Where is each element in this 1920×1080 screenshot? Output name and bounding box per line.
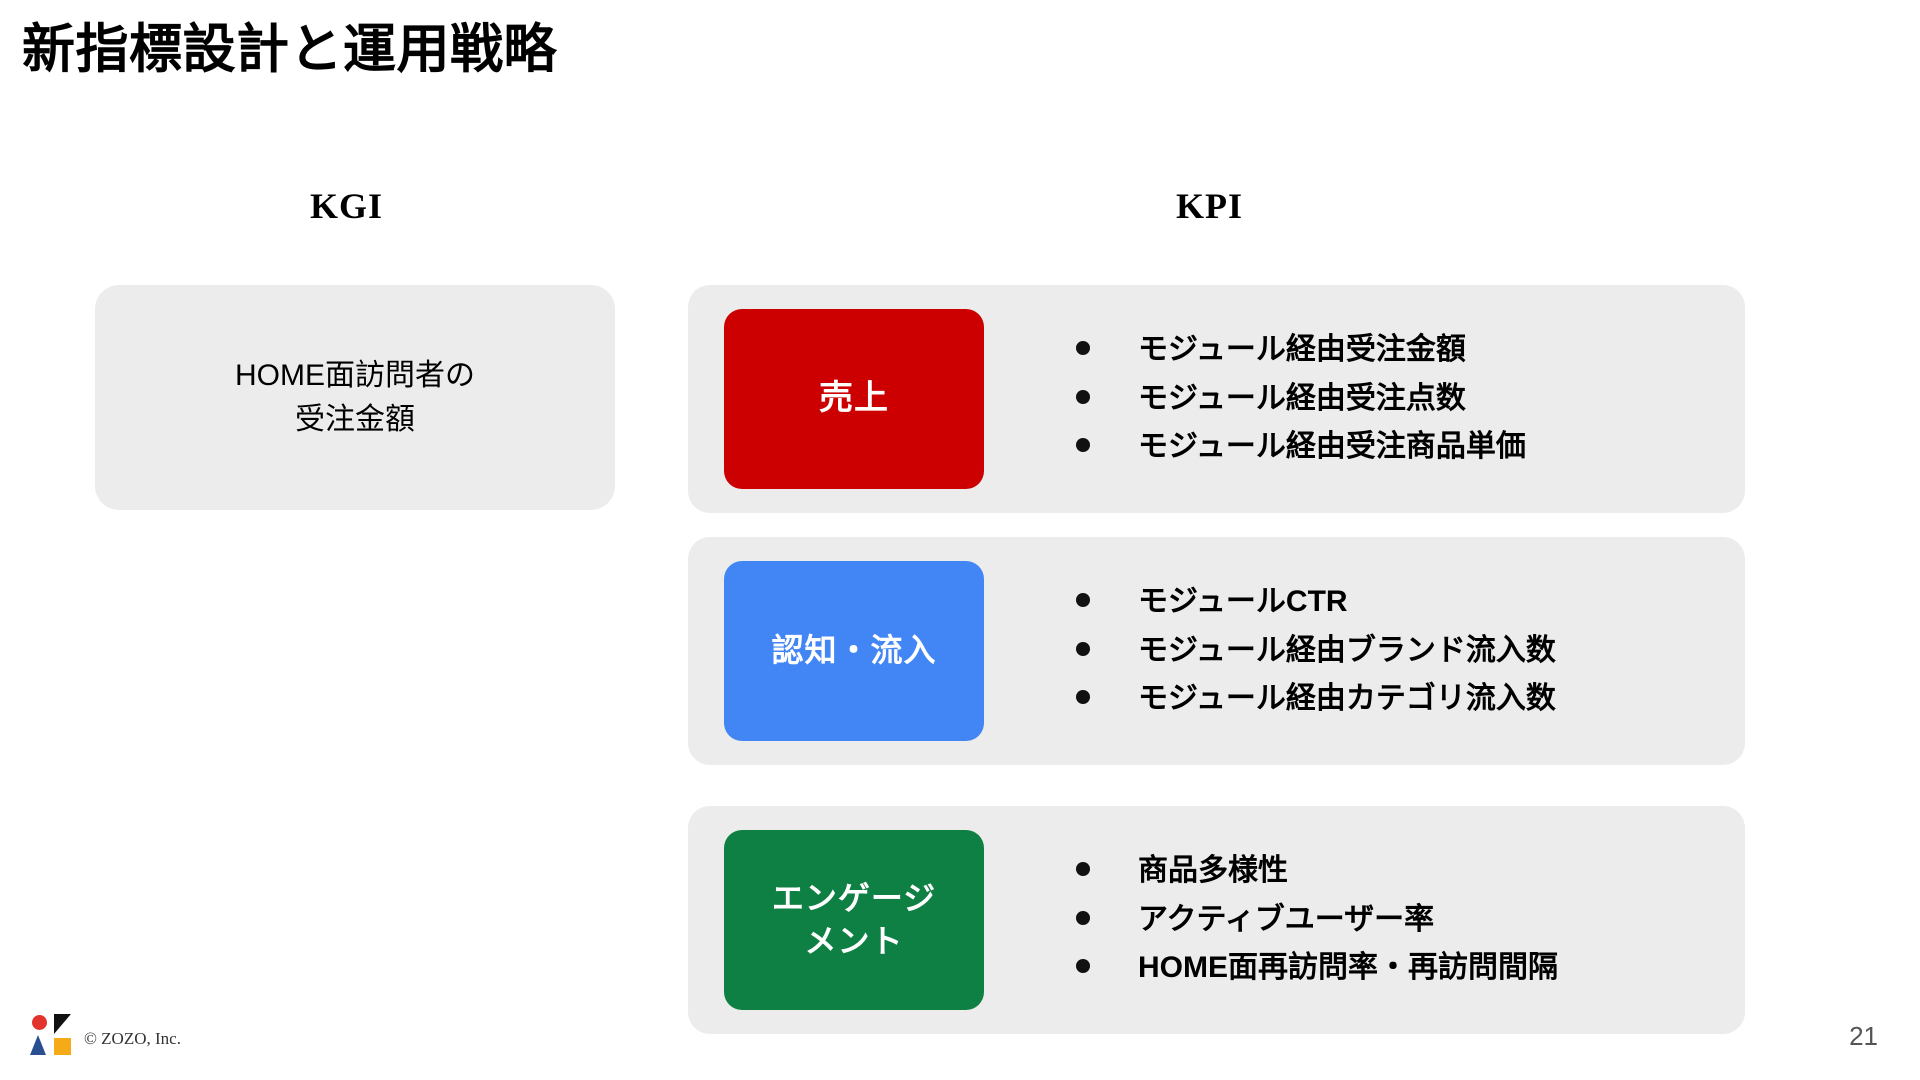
kpi-item-text: アクティブユーザー率 bbox=[1138, 902, 1435, 936]
kpi-row-engagement: エンゲージ メント 商品多様性 アクティブユーザー率 HOME面再訪問率・再訪問… bbox=[688, 806, 1745, 1034]
kpi-column-header: KPI bbox=[1176, 186, 1244, 226]
kpi-chip-engagement-label: エンゲージ メント bbox=[772, 877, 936, 963]
bullet-icon bbox=[1076, 641, 1090, 656]
kpi-chip-awareness-label: 認知・流入 bbox=[771, 632, 937, 669]
logo-blue-triangle-shape bbox=[30, 1035, 46, 1055]
page-title: 新指標設計と運用戦略 bbox=[22, 20, 557, 79]
zozo-logo-icon bbox=[30, 1014, 72, 1056]
kpi-list-sales: モジュール経由受注金額 モジュール経由受注点数 モジュール経由受注商品単価 bbox=[1076, 326, 1745, 472]
kpi-row-sales: 売上 モジュール経由受注金額 モジュール経由受注点数 モジュール経由受注商品単価 bbox=[688, 285, 1745, 513]
kgi-column-header: KGI bbox=[310, 186, 384, 226]
logo-circle-shape bbox=[32, 1015, 47, 1030]
bullet-icon bbox=[1076, 862, 1090, 877]
kgi-text-line-2: 受注金額 bbox=[295, 402, 415, 436]
list-item: 商品多様性 bbox=[1076, 847, 1745, 896]
list-item: モジュール経由ブランド流入数 bbox=[1076, 627, 1745, 676]
kpi-item-text: モジュール経由受注商品単価 bbox=[1138, 430, 1526, 464]
list-item: モジュールCTR bbox=[1076, 578, 1745, 627]
kpi-item-text: モジュール経由受注金額 bbox=[1138, 333, 1466, 367]
bullet-icon bbox=[1076, 690, 1090, 705]
kpi-item-text: モジュール経由カテゴリ流入数 bbox=[1138, 682, 1556, 716]
kpi-item-text: 商品多様性 bbox=[1138, 854, 1288, 888]
kpi-row-awareness: 認知・流入 モジュールCTR モジュール経由ブランド流入数 モジュール経由カテゴ… bbox=[688, 537, 1745, 765]
kpi-item-text: モジュールCTR bbox=[1138, 585, 1348, 619]
bullet-icon bbox=[1076, 341, 1090, 356]
kpi-chip-engagement-label-line-1: エンゲージ bbox=[771, 879, 937, 916]
bullet-icon bbox=[1076, 910, 1090, 925]
kpi-chip-engagement: エンゲージ メント bbox=[724, 830, 984, 1010]
kpi-item-text: モジュール経由ブランド流入数 bbox=[1138, 633, 1556, 667]
kgi-card-text: HOME面訪問者の 受注金額 bbox=[235, 354, 475, 441]
list-item: モジュール経由カテゴリ流入数 bbox=[1076, 675, 1745, 724]
kpi-chip-sales: 売上 bbox=[724, 309, 984, 489]
kpi-chip-engagement-label-line-2: メント bbox=[804, 923, 904, 959]
kgi-text-line-1: HOME面訪問者の bbox=[235, 359, 475, 392]
kpi-item-text: モジュール経由受注点数 bbox=[1138, 381, 1466, 415]
kgi-card: HOME面訪問者の 受注金額 bbox=[95, 285, 615, 510]
bullet-icon bbox=[1076, 389, 1090, 404]
page-number: 21 bbox=[1849, 1021, 1878, 1051]
kpi-list-awareness: モジュールCTR モジュール経由ブランド流入数 モジュール経由カテゴリ流入数 bbox=[1076, 578, 1745, 724]
list-item: HOME面再訪問率・再訪問間隔 bbox=[1076, 944, 1745, 993]
kpi-chip-sales-label: 売上 bbox=[819, 379, 889, 418]
copyright-text: © ZOZO, Inc. bbox=[84, 1029, 181, 1048]
logo-black-triangle-shape bbox=[54, 1014, 71, 1034]
bullet-icon bbox=[1076, 593, 1090, 608]
kpi-chip-awareness: 認知・流入 bbox=[724, 561, 984, 741]
bullet-icon bbox=[1076, 959, 1090, 974]
bullet-icon bbox=[1076, 438, 1090, 453]
kpi-item-text: HOME面再訪問率・再訪問間隔 bbox=[1138, 951, 1558, 985]
list-item: モジュール経由受注点数 bbox=[1076, 375, 1745, 424]
list-item: モジュール経由受注金額 bbox=[1076, 326, 1745, 375]
list-item: アクティブユーザー率 bbox=[1076, 896, 1745, 945]
list-item: モジュール経由受注商品単価 bbox=[1076, 423, 1745, 472]
kpi-list-engagement: 商品多様性 アクティブユーザー率 HOME面再訪問率・再訪問間隔 bbox=[1076, 847, 1745, 993]
logo-yellow-square-shape bbox=[54, 1038, 71, 1055]
